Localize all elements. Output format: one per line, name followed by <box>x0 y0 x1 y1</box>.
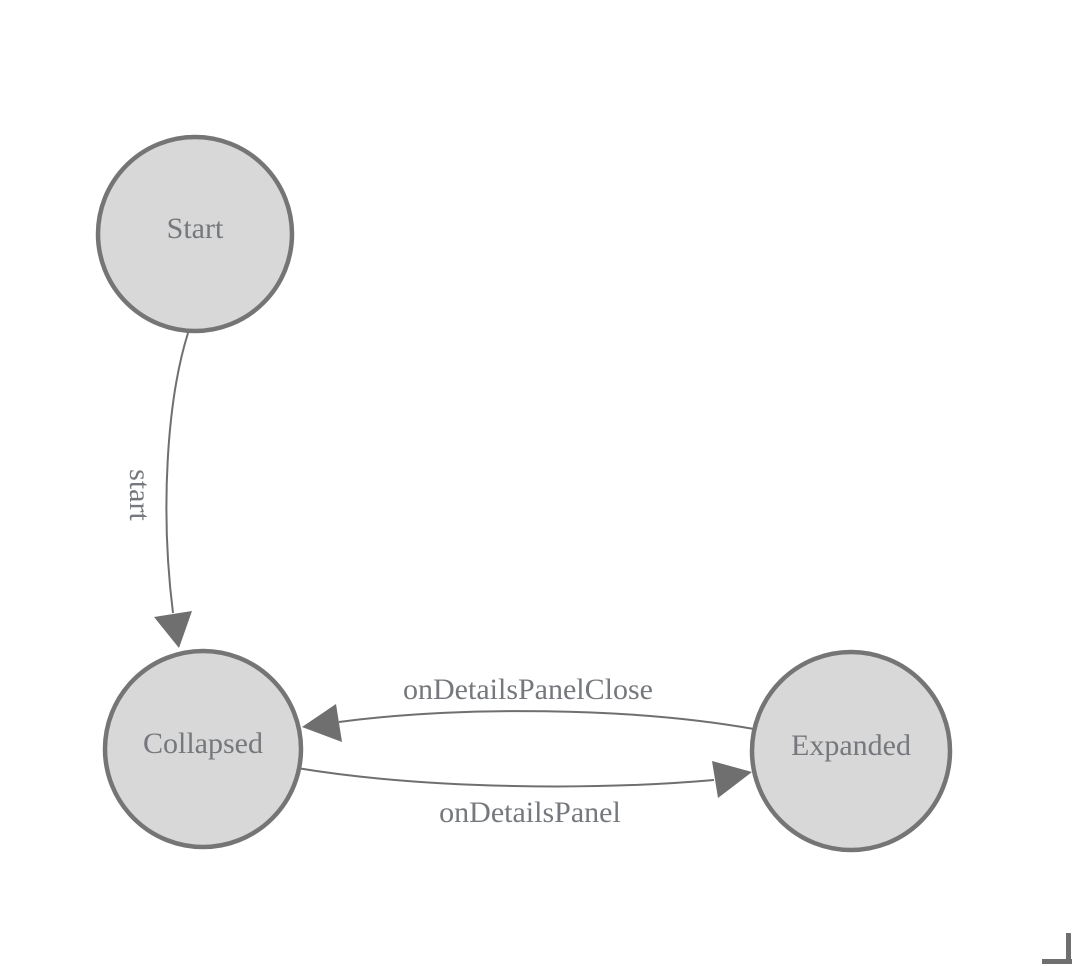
resize-corner-handle[interactable] <box>1042 933 1072 964</box>
arrowhead-icon <box>712 761 752 798</box>
state-circle-collapsed <box>102 648 304 850</box>
edge-line-expanded-to-collapsed <box>338 710 755 730</box>
edge-expanded-to-collapsed: onDetailsPanelClose <box>302 673 755 742</box>
edge-label-start: start <box>123 469 156 521</box>
edge-line-start-to-collapsed <box>165 332 189 614</box>
state-circle-start <box>95 134 295 334</box>
resize-handle-vertical-bar[interactable] <box>1066 933 1071 964</box>
edge-label-on-details-panel: onDetailsPanel <box>439 796 621 829</box>
arrowhead-icon <box>154 611 192 648</box>
edge-label-on-details-panel-close: onDetailsPanelClose <box>403 673 653 706</box>
state-node-collapsed: Collapsed <box>102 648 304 850</box>
resize-handle-horizontal-bar[interactable] <box>1042 959 1072 964</box>
state-node-expanded: Expanded <box>749 649 953 853</box>
edge-start-to-collapsed: start <box>123 332 192 648</box>
edge-line-collapsed-to-expanded <box>296 767 715 788</box>
node-label-start: Start <box>167 212 224 245</box>
state-node-start: Start <box>95 134 295 334</box>
node-label-collapsed: Collapsed <box>143 727 263 760</box>
arrowhead-icon <box>302 704 342 742</box>
state-circle-expanded <box>749 649 953 853</box>
edge-collapsed-to-expanded: onDetailsPanel <box>296 761 752 829</box>
node-label-expanded: Expanded <box>791 729 911 762</box>
